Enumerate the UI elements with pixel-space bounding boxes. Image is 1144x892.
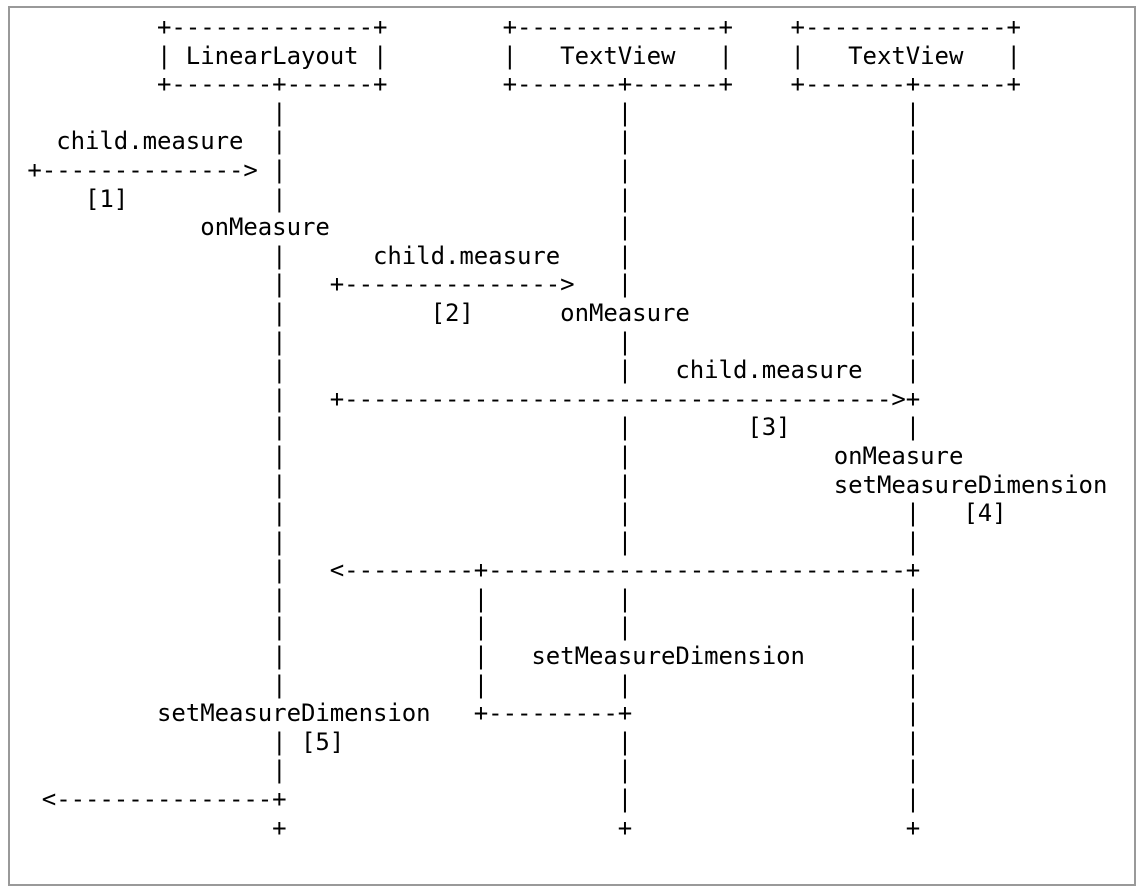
ascii-sequence-diagram: +--------------+ +--------------+ +-----… bbox=[27, 13, 1108, 842]
diagram-frame: +--------------+ +--------------+ +-----… bbox=[8, 6, 1136, 886]
